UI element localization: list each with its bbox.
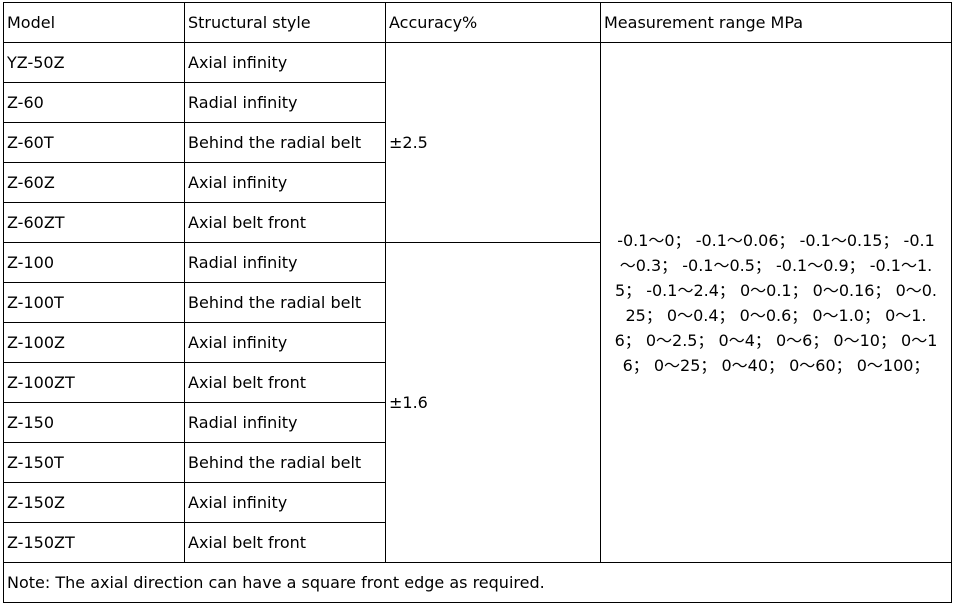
note-cell: Note: The axial direction can have a squ… xyxy=(3,562,952,603)
header-row: Model Structural style Accuracy% Measure… xyxy=(3,2,952,43)
style-cell: Radial infinity xyxy=(184,402,386,443)
style-cell: Axial infinity xyxy=(184,42,386,83)
model-cell: Z-100T xyxy=(3,282,185,323)
model-cell: Z-60Z xyxy=(3,162,185,203)
header-model: Model xyxy=(3,2,185,43)
table-row: Z-100 Radial infinity ±1.6 xyxy=(3,242,952,563)
style-cell: Axial belt front xyxy=(184,362,386,403)
header-structural-style: Structural style xyxy=(184,2,386,43)
table-row: Z-60T Behind the radial belt xyxy=(3,122,952,163)
model-cell: Z-60 xyxy=(3,82,185,123)
accuracy-cell: ±1.6 xyxy=(385,242,601,563)
table-row: Z-100T Behind the radial belt xyxy=(3,282,952,323)
style-cell: Radial infinity xyxy=(184,82,386,123)
table-row: Z-60 Radial infinity xyxy=(3,82,952,123)
style-cell: Axial infinity xyxy=(184,322,386,363)
table-row: Z-150 Radial infinity xyxy=(3,402,952,443)
table-row: Z-100ZT Axial belt front xyxy=(3,362,952,403)
table-row: Z-150T Behind the radial belt xyxy=(3,442,952,483)
style-cell: Behind the radial belt xyxy=(184,282,386,323)
model-cell: Z-150ZT xyxy=(3,522,185,563)
style-cell: Behind the radial belt xyxy=(184,122,386,163)
spec-table: Model Structural style Accuracy% Measure… xyxy=(3,2,952,603)
style-cell: Axial infinity xyxy=(184,482,386,523)
table-row: Z-60Z Axial infinity xyxy=(3,162,952,203)
table-row: Z-150Z Axial infinity xyxy=(3,482,952,523)
header-accuracy: Accuracy% xyxy=(385,2,601,43)
table-row: Z-60ZT Axial belt front xyxy=(3,202,952,243)
accuracy-cell: ±2.5 xyxy=(385,42,601,243)
note-row: Note: The axial direction can have a squ… xyxy=(3,562,952,603)
model-cell: Z-150Z xyxy=(3,482,185,523)
style-cell: Radial infinity xyxy=(184,242,386,283)
model-cell: Z-60ZT xyxy=(3,202,185,243)
model-cell: YZ-50Z xyxy=(3,42,185,83)
model-cell: Z-150T xyxy=(3,442,185,483)
model-cell: Z-100 xyxy=(3,242,185,283)
model-cell: Z-100ZT xyxy=(3,362,185,403)
style-cell: Axial belt front xyxy=(184,522,386,563)
model-cell: Z-60T xyxy=(3,122,185,163)
header-measurement-range: Measurement range MPa xyxy=(600,2,952,43)
measurement-range-cell: -0.1～0； -0.1～0.06； -0.1～0.15； -0.1～0.3； … xyxy=(600,42,952,563)
table-row: YZ-50Z Axial infinity ±2.5 -0.1～0； -0.1～… xyxy=(3,42,952,563)
style-cell: Axial infinity xyxy=(184,162,386,203)
style-cell: Behind the radial belt xyxy=(184,442,386,483)
model-cell: Z-150 xyxy=(3,402,185,443)
style-cell: Axial belt front xyxy=(184,202,386,243)
table-row: Z-150ZT Axial belt front xyxy=(3,522,952,563)
model-cell: Z-100Z xyxy=(3,322,185,363)
table-row: Z-100Z Axial infinity xyxy=(3,322,952,363)
